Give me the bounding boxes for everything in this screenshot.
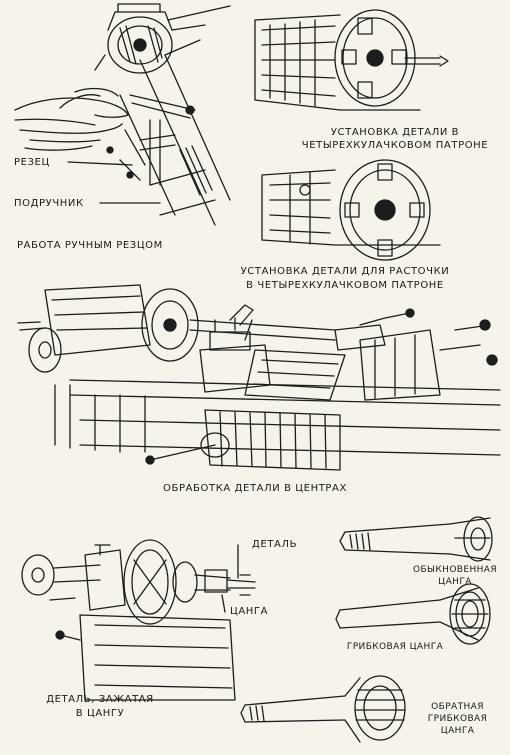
- ordinary-collet-illustration: [339, 516, 493, 562]
- caption-four-jaw-boring-line1: УСТАНОВКА ДЕТАЛИ ДЛЯ РАСТОЧКИ: [240, 266, 450, 277]
- caption-four-jaw-mount-line2: ЧЕТЫРЕХКУЛАЧКОВОМ ПАТРОНЕ: [301, 140, 489, 151]
- hand-cutter-illustration: [14, 3, 231, 226]
- label-cutter: РЕЗЕЦ: [14, 157, 50, 168]
- caption-ordinary-collet-line2: ЦАНГА: [438, 577, 472, 587]
- reverse-mushroom-collet-illustration: [240, 675, 406, 743]
- label-tool-rest: ПОДРУЧНИК: [14, 198, 84, 209]
- four-jaw-chuck-illustration: [254, 9, 449, 111]
- collet-lathe-illustration: [21, 539, 256, 701]
- caption-hand-cutter-work: РАБОТА РУЧНЫМ РЕЗЦОМ: [17, 240, 163, 251]
- caption-four-jaw-mount-line1: УСТАНОВКА ДЕТАЛИ В: [330, 127, 460, 138]
- mushroom-collet-illustration: [335, 583, 491, 645]
- caption-reverse-mushroom-collet-line1: ОБРАТНАЯ: [431, 702, 484, 712]
- caption-ordinary-collet-line1: ОБЫКНОВЕННАЯ: [412, 565, 498, 575]
- caption-reverse-mushroom-collet-line3: ЦАНГА: [440, 726, 475, 736]
- caption-centers-machining: ОБРАБОТКА ДЕТАЛИ В ЦЕНТРАХ: [163, 483, 347, 494]
- label-part: ДЕТАЛЬ: [252, 539, 298, 550]
- caption-part-in-collet-line2: В ЦАНГУ: [75, 708, 125, 719]
- label-collet: ЦАНГА: [230, 606, 269, 617]
- caption-four-jaw-boring-line2: В ЧЕТЫРЕХКУЛАЧКОВОМ ПАТРОНЕ: [246, 280, 444, 291]
- lathe-centers-illustration: [17, 284, 501, 471]
- caption-part-in-collet-line1: ДЕТАЛЬ, ЗАЖАТАЯ: [46, 694, 154, 705]
- four-jaw-boring-illustration: [261, 159, 441, 261]
- caption-reverse-mushroom-collet-line2: ГРИБКОВАЯ: [427, 714, 488, 724]
- caption-mushroom-collet: ГРИБКОВАЯ ЦАНГА: [346, 642, 444, 652]
